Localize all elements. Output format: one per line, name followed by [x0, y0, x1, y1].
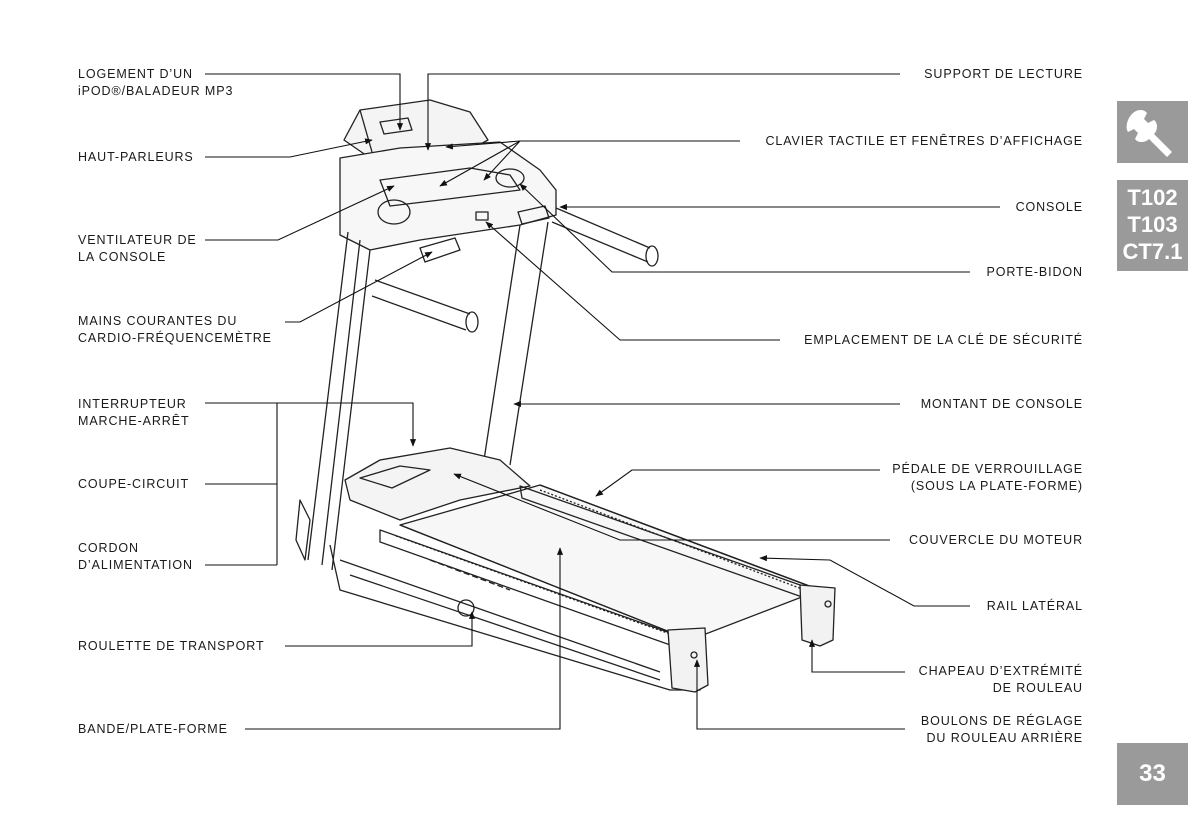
- label-console: CONSOLE: [1015, 200, 1083, 214]
- leader-lines: [205, 73, 1000, 730]
- label-rear-roller-bolts: BOULONS DE RÉGLAGE DU ROULEAU ARRIÈRE: [921, 713, 1083, 747]
- wrench-tab: [1117, 101, 1188, 163]
- label-console-fan-line2: LA CONSOLE: [78, 250, 167, 264]
- page-number: 33: [1117, 743, 1188, 805]
- label-speakers: HAUT-PARLEURS: [78, 150, 194, 164]
- label-power-cord: CORDON D’ALIMENTATION: [78, 540, 193, 574]
- label-safety-key: EMPLACEMENT DE LA CLÉ DE SÉCURITÉ: [804, 333, 1083, 347]
- label-reading-rack: SUPPORT DE LECTURE: [924, 67, 1083, 81]
- model-t102: T102: [1127, 185, 1178, 210]
- label-power-switch-line1: INTERRUPTEUR: [78, 397, 187, 411]
- label-console-fan-line1: VENTILATEUR DE: [78, 233, 197, 247]
- label-bottle-holder: PORTE-BIDON: [986, 265, 1083, 279]
- label-folding-pedal-line2: (SOUS LA PLATE-FORME): [910, 479, 1083, 493]
- label-keypad-display: CLAVIER TACTILE ET FENÊTRES D’AFFICHAGE: [765, 134, 1083, 148]
- label-ipod-dock-line1: LOGEMENT D’UN: [78, 67, 193, 81]
- label-side-rail: RAIL LATÉRAL: [986, 599, 1083, 613]
- label-power-cord-line1: CORDON: [78, 541, 139, 555]
- label-end-cap-line2: DE ROULEAU: [992, 681, 1083, 695]
- label-console-mast: MONTANT DE CONSOLE: [920, 397, 1083, 411]
- label-transport-wheel: ROULETTE DE TRANSPORT: [78, 639, 265, 653]
- model-ct71: CT7.1: [1122, 239, 1183, 264]
- label-ipod-dock: LOGEMENT D’UN iPOD®/BALADEUR MP3: [78, 66, 233, 100]
- wrench-icon: [1126, 110, 1172, 157]
- label-belt-deck: BANDE/PLATE-FORME: [78, 722, 228, 736]
- label-heart-rate-grips: MAINS COURANTES DU CARDIO-FRÉQUENCEMÈTRE: [78, 313, 272, 347]
- label-circuit-breaker: COUPE-CIRCUIT: [78, 477, 190, 491]
- label-rear-roller-bolts-line2: DU ROULEAU ARRIÈRE: [926, 731, 1083, 745]
- label-end-cap-line1: CHAPEAU D’EXTRÉMITÉ: [918, 664, 1083, 678]
- label-rear-roller-bolts-line1: BOULONS DE RÉGLAGE: [920, 714, 1083, 728]
- treadmill-illustration: [295, 99, 836, 693]
- model-t103: T103: [1127, 212, 1178, 237]
- label-console-fan: VENTILATEUR DE LA CONSOLE: [78, 232, 197, 266]
- models-tab: T102 T103 CT7.1: [1117, 180, 1188, 271]
- label-folding-pedal-line1: PÉDALE DE VERROUILLAGE: [892, 462, 1083, 476]
- label-folding-pedal: PÉDALE DE VERROUILLAGE (SOUS LA PLATE-FO…: [892, 461, 1083, 495]
- label-heart-rate-grips-line1: MAINS COURANTES DU: [78, 314, 238, 328]
- label-heart-rate-grips-line2: CARDIO-FRÉQUENCEMÈTRE: [78, 331, 272, 345]
- label-end-cap: CHAPEAU D’EXTRÉMITÉ DE ROULEAU: [919, 663, 1083, 697]
- label-motor-cover: COUVERCLE DU MOTEUR: [908, 533, 1083, 547]
- label-power-cord-line2: D’ALIMENTATION: [78, 558, 193, 572]
- label-power-switch: INTERRUPTEUR MARCHE-ARRÊT: [78, 396, 190, 430]
- label-power-switch-line2: MARCHE-ARRÊT: [78, 414, 190, 428]
- label-ipod-dock-line2: iPOD®/BALADEUR MP3: [78, 84, 234, 98]
